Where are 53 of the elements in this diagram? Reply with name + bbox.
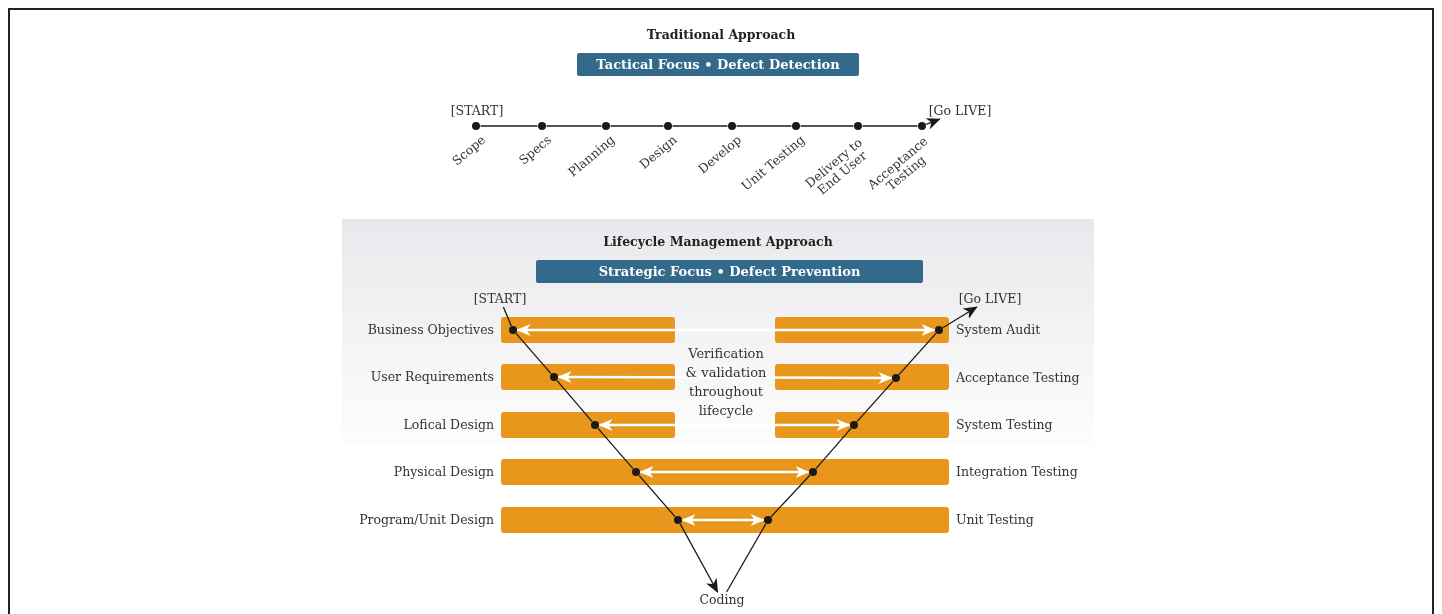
focus-banner: Strategic Focus • Defect Prevention [536, 260, 923, 283]
arrow [639, 466, 810, 478]
stage-caption: Integration Testing [956, 464, 1079, 479]
go-live-label: [Go LIVE] [954, 291, 1026, 307]
coding-label: Coding [697, 592, 747, 608]
connector-line [638, 474, 676, 518]
stage-caption: Lofical Design [402, 417, 494, 432]
stage-caption: Unit Testing [956, 512, 1035, 527]
connector-line [671, 125, 729, 127]
arrow [516, 324, 936, 336]
go-live-label: [Go LIVE] [924, 103, 996, 119]
arrow [679, 523, 719, 593]
stage-caption: Program/Unit Design [358, 512, 494, 527]
connector-line [856, 380, 894, 423]
panel-heading: Lifecycle Management Approach [602, 234, 834, 249]
connector-line [861, 125, 919, 127]
note-text: Verification & validation throughout lifecycle [684, 345, 768, 420]
milestone-dot [850, 421, 858, 429]
arrow [681, 514, 765, 526]
milestone-dot [591, 421, 599, 429]
connector-line [725, 523, 767, 593]
milestone-dot [632, 468, 640, 476]
connector-line [502, 306, 512, 327]
focus-banner: Tactical Focus • Defect Detection [577, 53, 859, 76]
connector-line [799, 125, 855, 127]
connector-line [545, 125, 603, 127]
stage-caption: Physical Design [392, 464, 494, 479]
start-label: [START] [468, 291, 532, 307]
milestone-dot [550, 373, 558, 381]
arrow [557, 371, 893, 384]
connector-line [735, 125, 793, 127]
start-label: [START] [444, 103, 510, 119]
stage-caption: Business Objectives [367, 322, 494, 337]
connector-line [515, 332, 552, 375]
connector-line [815, 427, 852, 470]
arrow [925, 118, 941, 130]
stage-caption: System Testing [956, 417, 1054, 432]
milestone-dot [764, 516, 772, 524]
milestone-dot [892, 374, 900, 382]
connector-line [609, 125, 665, 127]
stage-caption: Acceptance Testing [956, 370, 1081, 385]
arrow [598, 419, 851, 431]
connector-line [898, 332, 937, 376]
stage-caption: User Requirements [369, 369, 494, 384]
connector-line [597, 427, 634, 470]
connector-line [556, 379, 593, 423]
milestone-dot [674, 516, 682, 524]
arrow [942, 306, 978, 329]
stage-caption: System Audit [956, 322, 1041, 337]
connector-line [479, 125, 539, 127]
connector-line [770, 474, 811, 518]
section-heading: Traditional Approach [645, 27, 797, 42]
milestone-dot [809, 468, 817, 476]
